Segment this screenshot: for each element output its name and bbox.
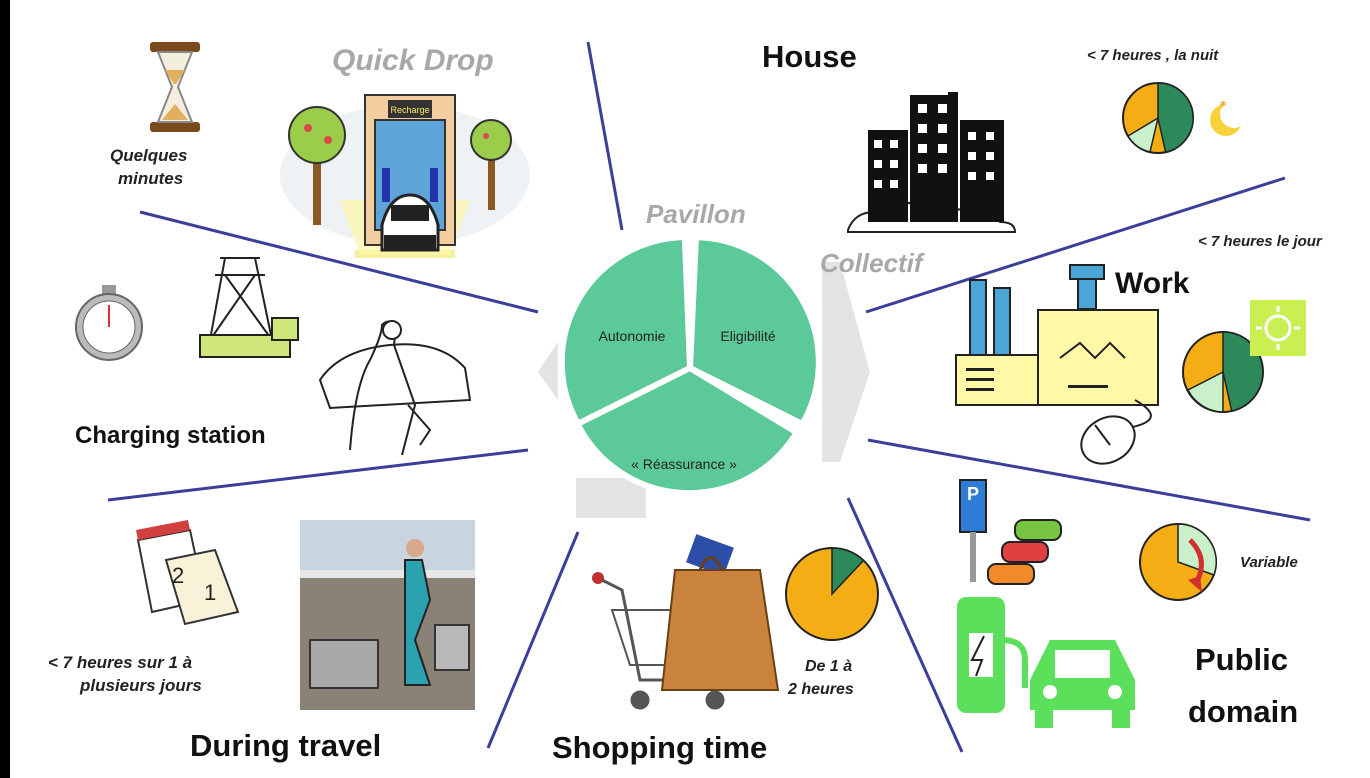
public-domain-title-line1: Public [1195, 642, 1288, 677]
calendar-icon: 2 1 [136, 520, 240, 626]
factory-icon [955, 264, 1159, 429]
public-domain-title-line2: domain [1188, 694, 1298, 729]
airport-traveler-illustration [300, 520, 475, 710]
right-arrow-shape [822, 262, 870, 462]
divider-line [865, 176, 1286, 314]
charging-station-section: Charging station [75, 257, 472, 456]
quick-drop-duration-line2: minutes [118, 169, 183, 188]
house-duration: < 7 heures , la nuit [1087, 47, 1219, 64]
public-domain-duration: Variable [1240, 554, 1298, 571]
divider-line [139, 210, 539, 314]
charging-station-title: Charging station [75, 422, 266, 449]
work-duration: < 7 heures le jour [1198, 233, 1323, 250]
shopping-duration-line2: 2 heures [787, 681, 854, 698]
shopping-clock-icon [785, 547, 879, 641]
night-clock-icon [1122, 82, 1194, 154]
divider-line [486, 531, 580, 749]
person-charging-car-illustration [318, 320, 472, 456]
shopping-bag-icon [660, 534, 780, 691]
clock-fill [831, 547, 865, 596]
quick-drop-section: Quick Drop Quelques minutes Recharge [110, 42, 530, 258]
hourglass-icon [150, 42, 200, 132]
quick-drop-title: Quick Drop [332, 44, 494, 77]
divider-line [586, 41, 624, 231]
station-sign-text: Recharge [390, 105, 429, 115]
moon-icon: ✶ [1210, 97, 1248, 136]
shopping-duration-line1: De 1 à [805, 658, 852, 675]
segment-label-autonomie: Autonomie [599, 328, 666, 344]
building-icon [847, 55, 1017, 233]
diagram-canvas: Autonomie Eligibilité « Réassurance » Pa… [10, 0, 1370, 778]
center-circle: Autonomie Eligibilité « Réassurance » [558, 234, 822, 497]
svg-text:✶: ✶ [1218, 97, 1228, 111]
segment-label-eligibilite: Eligibilité [720, 328, 775, 344]
travel-duration-line1: < 7 heures sur 1 à [48, 653, 192, 672]
calendar-day-1: 1 [204, 580, 216, 605]
divider-line [867, 438, 1311, 522]
diagram: Autonomie Eligibilité « Réassurance » Pa… [48, 39, 1323, 765]
pylon-icon [199, 257, 299, 358]
clock-fill [1157, 82, 1194, 154]
divider-line [107, 448, 529, 502]
parking-sign-letter: P [967, 484, 979, 504]
during-travel-title: During travel [190, 728, 381, 763]
calendar-day-2: 2 [172, 563, 184, 588]
during-travel-section: 2 1 < 7 heures sur 1 à plusieurs jours D… [48, 520, 475, 763]
variable-clock-icon [1139, 523, 1218, 601]
work-section: Work < 7 heures le jour [955, 233, 1323, 465]
bottom-arrow-shape [576, 478, 646, 518]
divider-line [846, 497, 964, 753]
divider-lines [107, 41, 1311, 753]
travel-duration-line2: plusieurs jours [79, 676, 202, 695]
collectif-label: Collectif [820, 248, 925, 278]
house-title: House [762, 39, 857, 74]
parked-cars-icon [987, 519, 1062, 585]
left-arrow-shape [538, 342, 558, 400]
shopping-time-section: De 1 à 2 heures Shopping time [552, 534, 879, 765]
segment-label-reassurance: « Réassurance » [631, 456, 737, 472]
public-domain-section: P Variable Public domain [957, 479, 1298, 729]
house-section: House < 7 heures , la nuit [762, 39, 1248, 233]
parking-sign-icon: P [959, 479, 987, 582]
sun-icon [1250, 300, 1306, 356]
mouse-icon [1080, 415, 1136, 465]
work-title: Work [1115, 267, 1190, 300]
background-arrows [538, 262, 870, 518]
quick-drop-station-illustration: Recharge [280, 94, 530, 258]
segment-reassurance [573, 364, 801, 497]
ev-car-icon [1030, 640, 1135, 728]
quick-drop-duration-line1: Quelques [110, 146, 187, 165]
stopwatch-icon [75, 285, 143, 361]
segment-eligibilite [686, 234, 822, 428]
shopping-time-title: Shopping time [552, 730, 767, 765]
ev-charger-icon [957, 597, 1028, 713]
pavillon-label: Pavillon [646, 199, 746, 229]
